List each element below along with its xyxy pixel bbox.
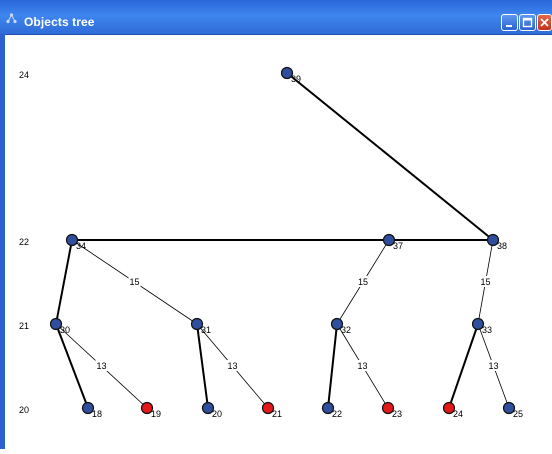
edge-label-bg (356, 360, 369, 371)
node-label: 32 (341, 325, 351, 335)
y-axis-label-20: 20 (19, 405, 29, 415)
node-marker[interactable] (280, 66, 294, 80)
node-label: 20 (212, 409, 222, 419)
edge-label-bg (95, 360, 108, 371)
node-label: 30 (60, 325, 70, 335)
node-marker[interactable] (261, 401, 275, 415)
node-label: 34 (76, 241, 86, 251)
minimize-icon (506, 25, 512, 27)
tree-node-18[interactable]: 18 (81, 401, 103, 420)
node-marker[interactable] (382, 233, 396, 247)
node-marker[interactable] (381, 401, 395, 415)
edge-label-bg (226, 360, 239, 371)
node-label: 23 (392, 409, 402, 419)
tree-node-20[interactable]: 20 (201, 401, 223, 420)
tree-plot: 24 22 21 20 15 15 15 13 13 13 13 39 34 37 38 30 31 3… (19, 66, 524, 420)
edge-weight-label: 13 (488, 361, 498, 371)
node-label: 19 (151, 409, 161, 419)
tree-app-icon (6, 13, 17, 24)
tree-node-32[interactable]: 32 (330, 317, 352, 336)
node-marker[interactable] (81, 401, 95, 415)
y-axis-label-21: 21 (19, 321, 29, 331)
tree-node-24[interactable]: 24 (442, 401, 464, 420)
node-marker[interactable] (321, 401, 335, 415)
y-axis-label-24: 24 (19, 70, 29, 80)
node-marker[interactable] (330, 317, 344, 331)
edge-weight-label: 15 (358, 277, 368, 287)
node-marker[interactable] (471, 317, 485, 331)
edge-n33-n24 (448, 323, 479, 409)
edge-n34-n30 (55, 239, 73, 325)
tree-canvas: 24 22 21 20 15 15 15 13 13 13 13 39 34 37 38 30 31 3… (5, 34, 552, 449)
tree-node-38[interactable]: 38 (486, 233, 508, 252)
tree-node-25[interactable]: 25 (502, 401, 524, 420)
tree-node-21[interactable]: 21 (261, 401, 283, 420)
window-left-border (0, 34, 5, 449)
node-label: 24 (453, 409, 463, 419)
node-label: 21 (272, 409, 282, 419)
node-label: 38 (497, 241, 507, 251)
node-marker[interactable] (442, 401, 456, 415)
edge-label-bg (487, 360, 500, 371)
edge-weight-label: 13 (227, 361, 237, 371)
y-axis-label-22: 22 (19, 237, 29, 247)
tree-node-30[interactable]: 30 (49, 317, 71, 336)
maximize-icon (522, 17, 533, 28)
tree-node-34[interactable]: 34 (65, 233, 87, 252)
tree-node-37[interactable]: 37 (382, 233, 404, 252)
close-button[interactable] (537, 14, 552, 31)
edge-weight-label: 13 (96, 361, 106, 371)
node-marker[interactable] (201, 401, 215, 415)
edge-label-bg (357, 276, 369, 287)
tree-node-39[interactable]: 39 (280, 66, 302, 85)
node-label: 31 (201, 325, 211, 335)
close-icon (540, 18, 549, 27)
node-marker[interactable] (65, 233, 79, 247)
edge-n39-n38 (286, 72, 494, 241)
tree-node-31[interactable]: 31 (190, 317, 212, 336)
node-label: 33 (482, 325, 492, 335)
node-label: 37 (393, 241, 403, 251)
edge-weight-label: 15 (480, 277, 490, 287)
node-marker[interactable] (140, 401, 154, 415)
tree-node-19[interactable]: 19 (140, 401, 162, 420)
node-marker[interactable] (190, 317, 204, 331)
edge-n31-n20 (196, 323, 209, 409)
node-label: 18 (92, 409, 102, 419)
maximize-button[interactable] (519, 14, 536, 31)
window-title: Objects tree (24, 15, 95, 29)
minimize-button[interactable] (501, 14, 518, 31)
edge-weight-label: 15 (129, 277, 139, 287)
node-marker[interactable] (486, 233, 500, 247)
edge-weight-label: 13 (357, 361, 367, 371)
edge-n30-n18 (55, 323, 89, 409)
node-label: 22 (332, 409, 342, 419)
node-marker[interactable] (502, 401, 516, 415)
node-marker[interactable] (49, 317, 63, 331)
tree-node-23[interactable]: 23 (381, 401, 403, 420)
edge-n32-n22 (327, 323, 338, 409)
tree-node-22[interactable]: 22 (321, 401, 343, 420)
edge-label-bg (128, 276, 141, 287)
title-bar[interactable]: Objects tree (0, 0, 552, 35)
tree-node-33[interactable]: 33 (471, 317, 493, 336)
node-label: 25 (513, 409, 523, 419)
node-label: 39 (291, 74, 301, 84)
edge-label-bg (479, 276, 492, 287)
